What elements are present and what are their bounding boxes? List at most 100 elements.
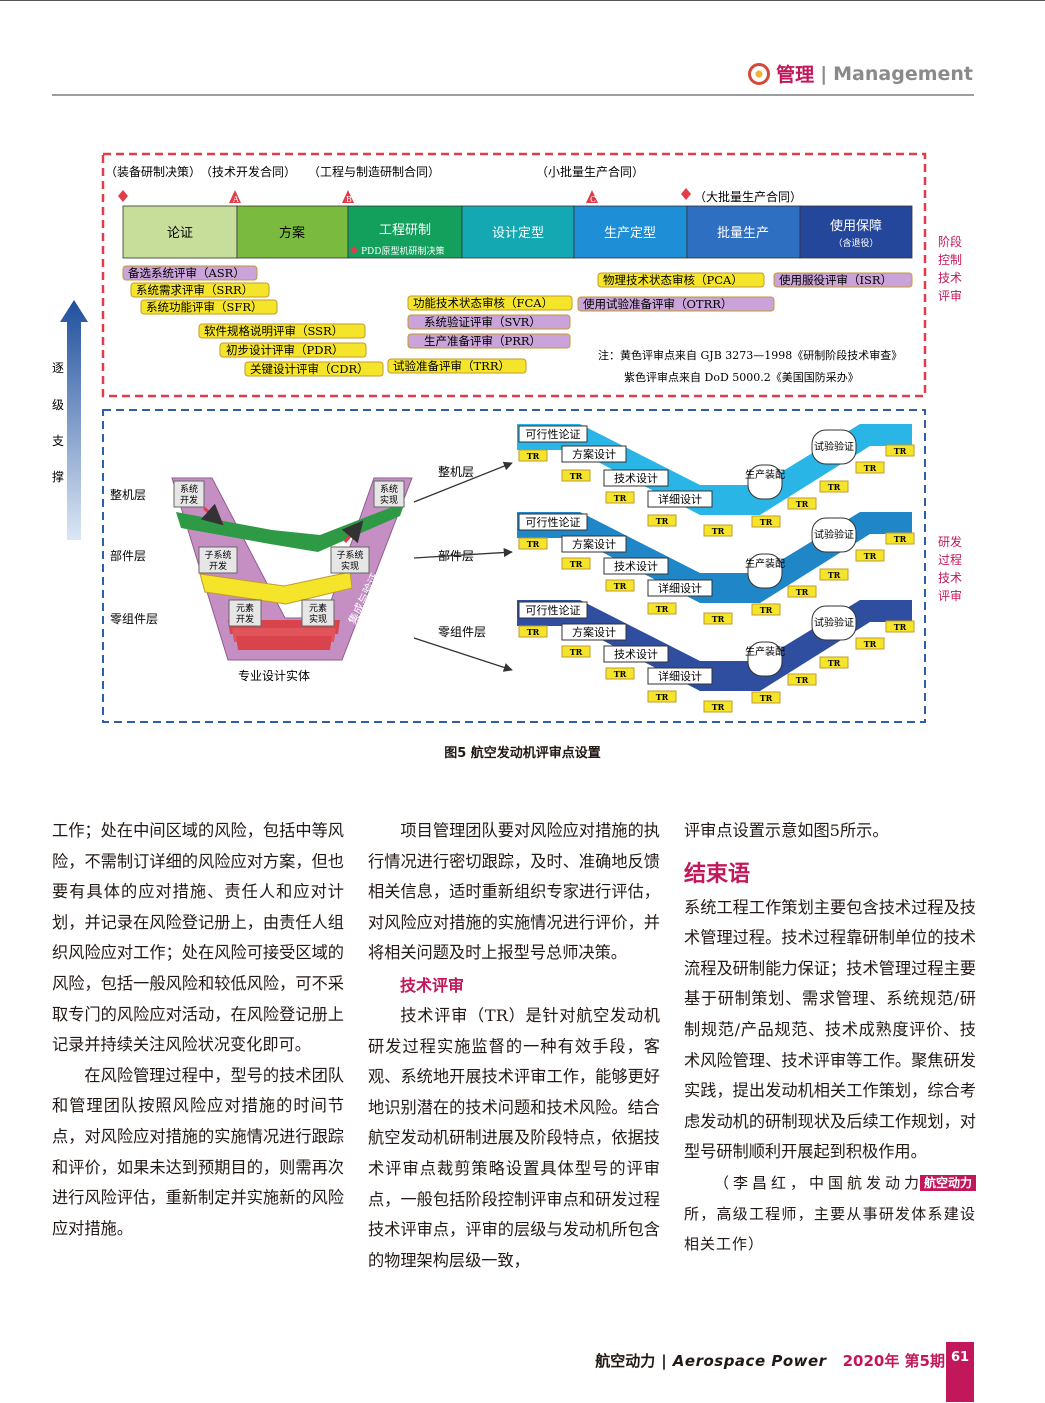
review-pca: 物理技术状态审核（PCA） (603, 273, 743, 287)
step-0-0: 可行性论证 (526, 427, 581, 441)
svg-text:TR: TR (796, 499, 809, 509)
milestone-4: （大批量生产合同） (694, 189, 802, 204)
level-label-2: 零组件层 (110, 612, 158, 626)
figure-caption: 图5 航空发动机评审点设置 (444, 746, 601, 761)
svg-text:TR: TR (656, 516, 669, 526)
dev-label-2: 技术 (938, 571, 962, 585)
svg-text:TR: TR (894, 446, 907, 456)
svg-text:TR: TR (527, 539, 540, 549)
conclusion-text: 系统工程工作策划主要包含技术过程及技术管理过程。技术过程靠研制单位的技术流程及研… (684, 897, 976, 1162)
v-sub-dev-0: 子系统 (204, 549, 231, 561)
v-elem-impl-0: 元素 (309, 602, 327, 614)
v-elem-dev-1: 开发 (236, 613, 254, 625)
v-sys-impl-1: 实现 (380, 494, 398, 506)
svg-text:TR: TR (760, 517, 773, 527)
diamond-icon (118, 190, 128, 202)
step-2-0: 可行性论证 (526, 603, 581, 617)
milestone-triangle-icon (586, 190, 598, 203)
dev-label-1: 过程 (938, 552, 962, 567)
tr-badges: TR TR TR TR TR TR TR TR TR TR TR TR TR T… (518, 444, 915, 713)
review-isr: 使用服役评审（ISR） (779, 273, 892, 287)
top-rule (0, 0, 1045, 1)
milestone-0: （装备研制决策） (105, 165, 201, 179)
header-rule (52, 94, 974, 96)
phase-5: 批量生产 (717, 226, 769, 241)
section-separator: | (820, 62, 828, 85)
step-2-3: 详细设计 (658, 669, 702, 683)
v-sub-impl-1: 实现 (341, 560, 359, 572)
level-label-1: 部件层 (110, 548, 146, 563)
note-purple: 紫色评审点来自 DoD 5000.2《美国国防采办》 (624, 370, 859, 384)
svg-text:TR: TR (527, 627, 540, 637)
middle-paragraph-1: 项目管理团队要对风险应对措施的执行情况进行密切跟踪，及时、准确地反馈相关信息，适… (368, 821, 660, 963)
level-label-r0: 整机层 (438, 464, 474, 479)
step-1-0: 可行性论证 (526, 515, 581, 529)
step-1-3: 详细设计 (658, 581, 702, 595)
step-0-3: 详细设计 (658, 492, 702, 506)
process-level-1: 可行性论证 方案设计 技术设计 详细设计 生产装配 试验验证 (517, 512, 912, 603)
section-title-zh: 管理 (776, 64, 815, 86)
review-cdr: 关键设计评审（CDR） (250, 362, 369, 376)
page-footer: 航空动力 | Aerospace Power 2020年 第5期 (595, 1350, 945, 1371)
phase-3: 设计定型 (492, 226, 544, 241)
level-label-0: 整机层 (110, 487, 146, 502)
support-arrow-icon (60, 300, 88, 540)
review-otrr: 使用试验准备评审（OTRR） (583, 297, 732, 311)
section-header: 管理 | Management (748, 60, 973, 87)
footer-separator: | (661, 1351, 667, 1370)
svg-text:TR: TR (864, 639, 877, 649)
milestone-mark-c: C (590, 195, 596, 204)
svg-text:TR: TR (614, 581, 627, 591)
column-middle: 项目管理团队要对风险应对措施的执行情况进行密切跟踪，及时、准确地反馈相关信息，适… (368, 816, 660, 1276)
phase-2: 工程研制 (379, 223, 431, 238)
svg-text:TR: TR (796, 675, 809, 685)
v-sys-impl-0: 系统 (380, 483, 398, 495)
milestone-2: （工程与制造研制合同） (308, 164, 440, 179)
conclusion-heading: 结束语 (684, 861, 751, 887)
svg-text:TR: TR (570, 647, 583, 657)
journal-name-en: Aerospace Power (672, 1351, 827, 1370)
svg-text:TR: TR (760, 693, 773, 703)
phase-4: 生产定型 (604, 226, 656, 241)
right-paragraph-2: 系统工程工作策划主要包含技术过程及技术管理过程。技术过程靠研制单位的技术流程及研… (684, 893, 976, 1191)
review-fca: 功能技术状态审核（FCA） (413, 296, 553, 310)
v-bottom-label: 专业设计实体 (238, 668, 310, 683)
phase-1: 方案 (279, 225, 305, 241)
v-elem-dev-0: 元素 (236, 602, 254, 614)
v-model: 系统 开发 系统 实现 子系统 开发 子系统 实现 元素 开发 元素 实现 分解… (167, 477, 413, 683)
svg-text:TR: TR (712, 702, 725, 712)
pdd-note: PDD原型机研制决策 (361, 245, 445, 257)
stage-label-2: 技术 (938, 271, 962, 285)
support-label-2: 支 (52, 434, 64, 448)
svg-text:TR: TR (828, 482, 841, 492)
v-sub-impl-0: 子系统 (336, 549, 363, 561)
review-pdr: 初步设计评审（PDR） (226, 343, 344, 357)
dev-frame (102, 409, 926, 723)
middle-heading: 技术评审 (400, 975, 465, 995)
section-emblem-icon (748, 62, 771, 85)
diamond-icon (350, 246, 358, 254)
review-svr: 系统验证评审（SVR） (424, 315, 541, 329)
review-sfr: 系统功能评审（SFR） (146, 300, 263, 314)
dev-label-3: 评审 (938, 588, 962, 603)
step-0-5: 试验验证 (814, 440, 854, 453)
v-sub-dev-1: 开发 (209, 560, 227, 572)
svg-text:TR: TR (828, 658, 841, 668)
svg-text:TR: TR (614, 493, 627, 503)
review-prr: 生产准备评审（PRR） (424, 334, 541, 348)
diamond-icon (681, 188, 691, 200)
milestone-triangle-icon (342, 190, 354, 203)
process-level-0: 可行性论证 方案设计 技术设计 详细设计 生产装配 试验验证 (517, 424, 912, 515)
step-2-2: 技术设计 (614, 648, 658, 661)
note-yellow: 注：黄色评审点来自 GJB 3273—1998《研制阶段技术审查》 (598, 348, 902, 362)
step-1-2: 技术设计 (614, 560, 658, 573)
step-1-4: 生产装配 (745, 557, 785, 570)
left-paragraph-2: 在风险管理过程中，型号的技术团队和管理团队按照风险应对措施的时间节点，对风险应对… (52, 1065, 344, 1238)
v-elem-impl-1: 实现 (309, 613, 327, 625)
middle-paragraph-2: 技术评审（TR）是针对航空发动机研发过程实施监督的一种有效手段，客观、系统地开展… (368, 1005, 660, 1270)
svg-text:TR: TR (527, 451, 540, 461)
step-2-1: 方案设计 (572, 625, 616, 639)
phase-6-sub: （含退役） (833, 237, 878, 249)
page-number: 61 (946, 1342, 974, 1402)
step-0-4: 生产装配 (745, 468, 785, 481)
